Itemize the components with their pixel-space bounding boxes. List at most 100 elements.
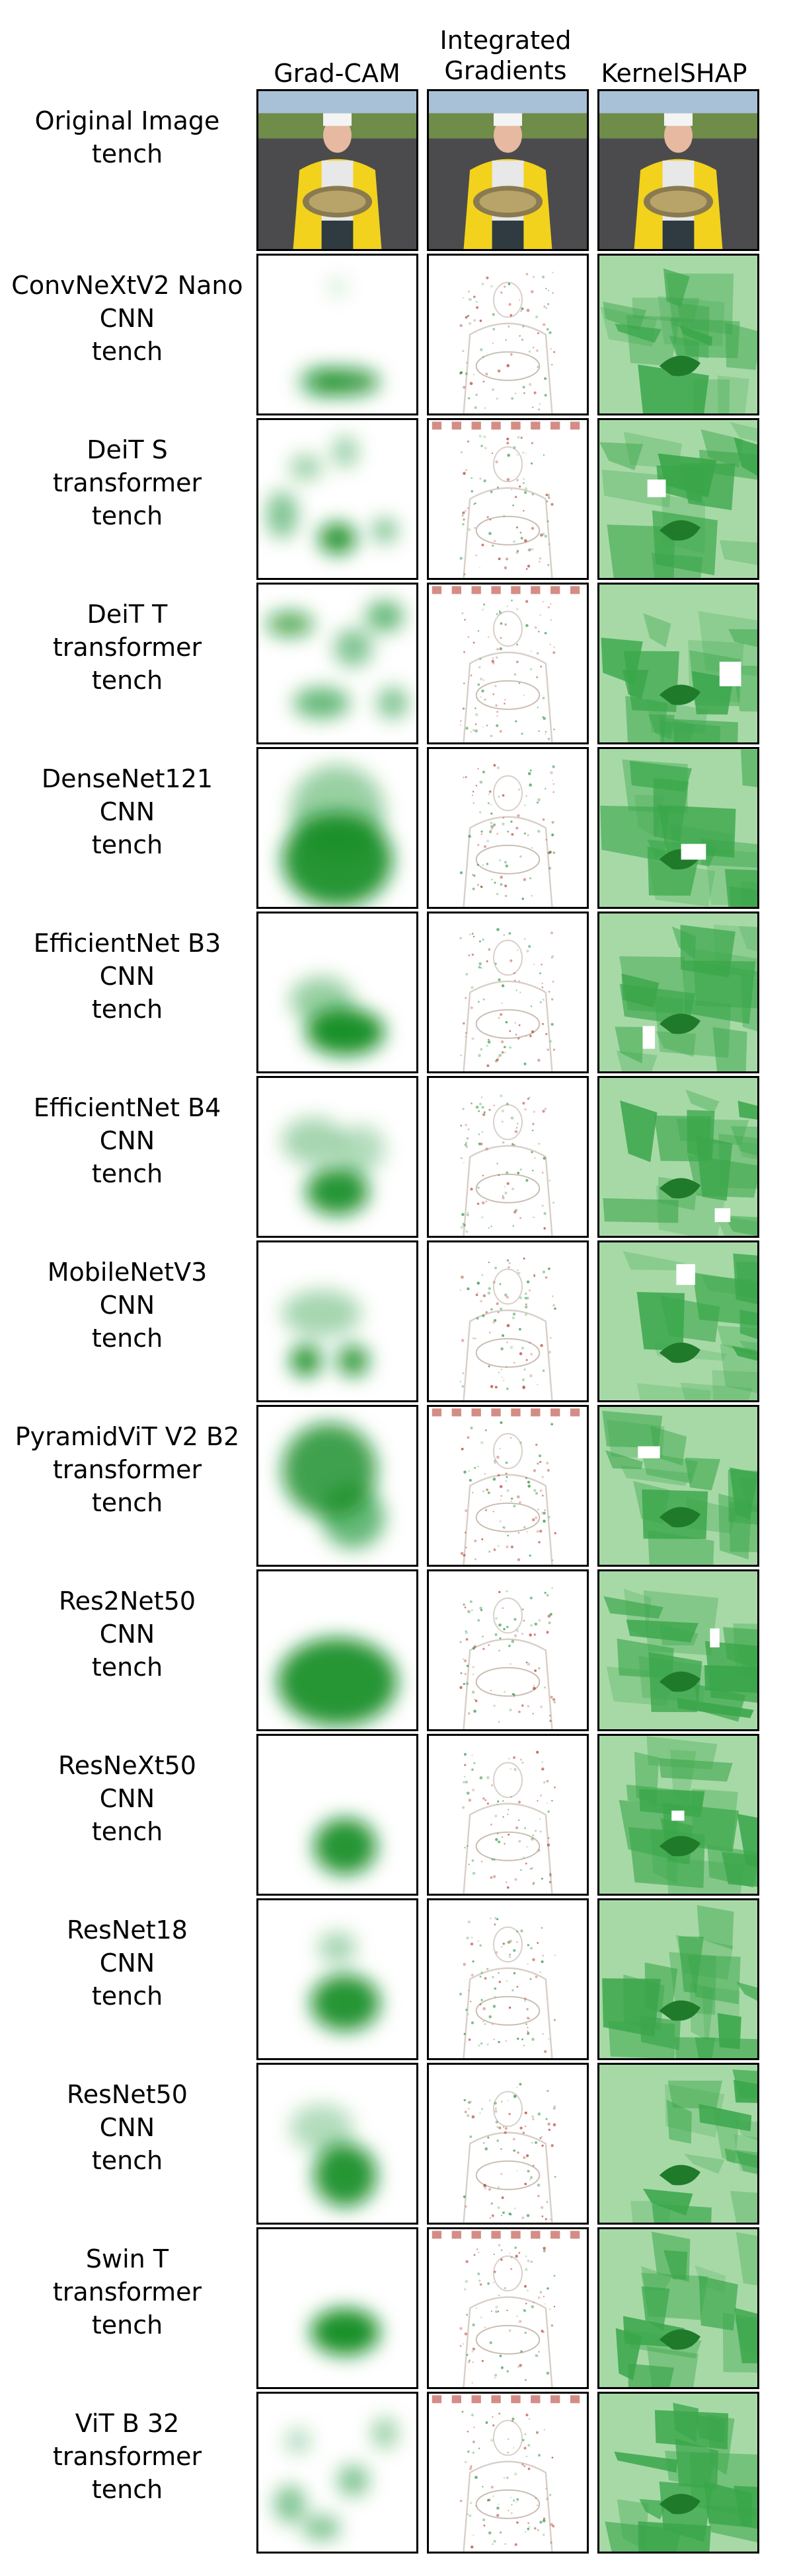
row-label-class: tench: [91, 1488, 163, 1517]
integrated-gradients-map: [427, 1405, 589, 1567]
row-label-family: CNN: [99, 962, 155, 991]
integrated-gradients-map: [427, 254, 589, 415]
row-label-family: transformer: [52, 2277, 202, 2307]
gradcam-map: [256, 1405, 418, 1567]
kernelshap-map: [597, 912, 759, 1073]
row-label-family: CNN: [99, 2113, 155, 2142]
integrated-gradients-map: [427, 583, 589, 744]
integrated-gradients-map: [427, 2227, 589, 2389]
kernelshap-map: [597, 1898, 759, 2060]
row-label: EfficientNet B4 CNN tench: [0, 1091, 254, 1190]
row-label: DeiT T transformer tench: [0, 598, 254, 697]
row-label: EfficientNet B3 CNN tench: [0, 927, 254, 1026]
integrated-gradients-map: [427, 418, 589, 580]
kernelshap-map: [597, 1734, 759, 1896]
integrated-gradients-map: [427, 912, 589, 1073]
row-label-model: DenseNet121: [41, 764, 213, 793]
kernelshap-map: [597, 254, 759, 415]
row-label-model: PyramidViT V2 B2: [15, 1422, 240, 1451]
row-label-model: DeiT T: [87, 600, 168, 629]
row-label-model: ResNet50: [67, 2080, 188, 2109]
column-header-ig-line1: Integrated: [439, 26, 572, 55]
row-label-model: ResNet18: [67, 1915, 188, 1945]
original-image-integrated-gradients: [427, 89, 589, 251]
column-header-kernelshap: KernelSHAP: [601, 59, 747, 88]
row-label-family: CNN: [99, 304, 155, 333]
kernelshap-map: [597, 1240, 759, 1402]
integrated-gradients-map: [427, 1076, 589, 1238]
integrated-gradients-map: [427, 1898, 589, 2060]
row-label-family: CNN: [99, 797, 155, 826]
gradcam-map: [256, 254, 418, 415]
row-label-model: EfficientNet B3: [33, 929, 221, 958]
integrated-gradients-map: [427, 2392, 589, 2554]
gradcam-map: [256, 583, 418, 744]
integrated-gradients-map: [427, 2063, 589, 2225]
row-label-family: CNN: [99, 1949, 155, 1978]
row-label: ViT B 32 transformer tench: [0, 2407, 254, 2506]
row-label-class: tench: [91, 995, 163, 1024]
row-label-class: tench: [91, 1817, 163, 1846]
row-label-original-line1: Original Image: [34, 106, 220, 135]
row-label-model: MobileNetV3: [47, 1258, 208, 1287]
row-label-class: tench: [91, 2475, 163, 2504]
kernelshap-map: [597, 583, 759, 744]
row-label-class: tench: [91, 1653, 163, 1682]
row-label-model: DeiT S: [87, 435, 168, 464]
kernelshap-map: [597, 418, 759, 580]
row-label-model: ConvNeXtV2 Nano: [11, 271, 243, 300]
row-label-family: transformer: [52, 2442, 202, 2471]
column-header-gradcam: Grad-CAM: [274, 59, 400, 88]
integrated-gradients-map: [427, 747, 589, 909]
integrated-gradients-map: [427, 1734, 589, 1896]
row-label-family: CNN: [99, 1620, 155, 1649]
gradcam-map: [256, 912, 418, 1073]
kernelshap-map: [597, 2227, 759, 2389]
row-label-original-class: tench: [91, 139, 163, 168]
kernelshap-map: [597, 1076, 759, 1238]
row-label-family: transformer: [52, 1455, 202, 1484]
gradcam-map: [256, 1240, 418, 1402]
row-label-class: tench: [91, 666, 163, 695]
row-label-class: tench: [91, 830, 163, 859]
integrated-gradients-map: [427, 1240, 589, 1402]
row-label-model: ViT B 32: [75, 2409, 180, 2438]
gradcam-map: [256, 2063, 418, 2225]
row-label-original: Original Image tench: [0, 104, 254, 170]
row-label-family: CNN: [99, 1784, 155, 1813]
kernelshap-map: [597, 747, 759, 909]
kernelshap-map: [597, 1405, 759, 1567]
row-label-family: transformer: [52, 633, 202, 662]
gradcam-map: [256, 1734, 418, 1896]
gradcam-map: [256, 1569, 418, 1731]
kernelshap-map: [597, 2063, 759, 2225]
row-label-class: tench: [91, 2146, 163, 2175]
gradcam-map: [256, 2227, 418, 2389]
row-label-model: Res2Net50: [58, 1587, 196, 1616]
row-label-class: tench: [91, 501, 163, 530]
row-label-family: transformer: [52, 468, 202, 497]
row-label-class: tench: [91, 2310, 163, 2340]
gradcam-map: [256, 2392, 418, 2554]
row-label-class: tench: [91, 337, 163, 366]
row-label-class: tench: [91, 1159, 163, 1188]
gradcam-map: [256, 1076, 418, 1238]
row-label-class: tench: [91, 1324, 163, 1353]
row-label-model: ResNeXt50: [58, 1751, 196, 1780]
column-header-integrated-gradients: Integrated Gradients: [420, 25, 591, 86]
row-label-family: CNN: [99, 1126, 155, 1155]
row-label-model: Swin T: [85, 2244, 169, 2273]
integrated-gradients-map: [427, 1569, 589, 1731]
original-image-kernelshap: [597, 89, 759, 251]
row-label-model: EfficientNet B4: [33, 1093, 221, 1122]
gradcam-map: [256, 747, 418, 909]
kernelshap-map: [597, 2392, 759, 2554]
gradcam-map: [256, 1898, 418, 2060]
